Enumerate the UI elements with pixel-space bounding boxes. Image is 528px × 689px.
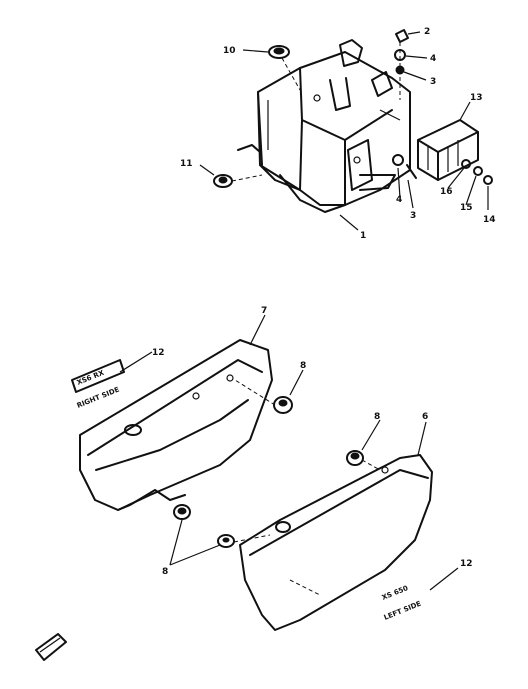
- emblem-right: XS 650 LEFT SIDE: [381, 584, 423, 622]
- callout-2: 2: [424, 27, 430, 37]
- callout-12a: 12: [152, 348, 165, 358]
- grommet-11: [213, 174, 263, 188]
- model-badge: [35, 633, 67, 661]
- callout-1: 1: [360, 231, 366, 241]
- svg-text:LEFT SIDE: LEFT SIDE: [383, 600, 423, 622]
- callout-10: 10: [223, 46, 236, 56]
- callout-4a: 4: [430, 54, 436, 64]
- callout-3: 3: [410, 211, 416, 221]
- grommets-left: [173, 379, 293, 520]
- side-cover-left: [79, 339, 273, 511]
- callout-4b: 4: [396, 195, 402, 205]
- small-fasteners: [392, 154, 493, 185]
- rubber-cap-10: [268, 45, 301, 91]
- callout-6: 6: [422, 412, 428, 422]
- callout-8a: 8: [300, 361, 306, 371]
- leader-lines: [119, 31, 489, 591]
- grommets-right: [217, 450, 381, 548]
- fastener-stack: [394, 29, 409, 100]
- callout-8b: 8: [374, 412, 380, 422]
- callout-13: 13: [470, 93, 483, 103]
- battery-box: [237, 39, 411, 213]
- callout-numbers: 1 2 4 3 10 11 13 4 3 16 15 14 7 12 8 8 6…: [152, 27, 496, 577]
- callout-5: 3: [430, 77, 436, 87]
- callout-15: 15: [460, 203, 473, 213]
- emblem-left: XS6 RX RIGHT SIDE: [71, 359, 125, 410]
- callout-11: 11: [180, 159, 193, 169]
- svg-text:XS 650: XS 650: [381, 584, 410, 602]
- side-cover-right: [239, 454, 433, 631]
- fuse-block-13: [417, 119, 479, 181]
- callout-12b: 12: [460, 559, 473, 569]
- callout-7: 7: [261, 306, 267, 316]
- callout-14: 14: [483, 215, 496, 225]
- callout-16: 16: [440, 187, 453, 197]
- callout-8c: 8: [162, 567, 168, 577]
